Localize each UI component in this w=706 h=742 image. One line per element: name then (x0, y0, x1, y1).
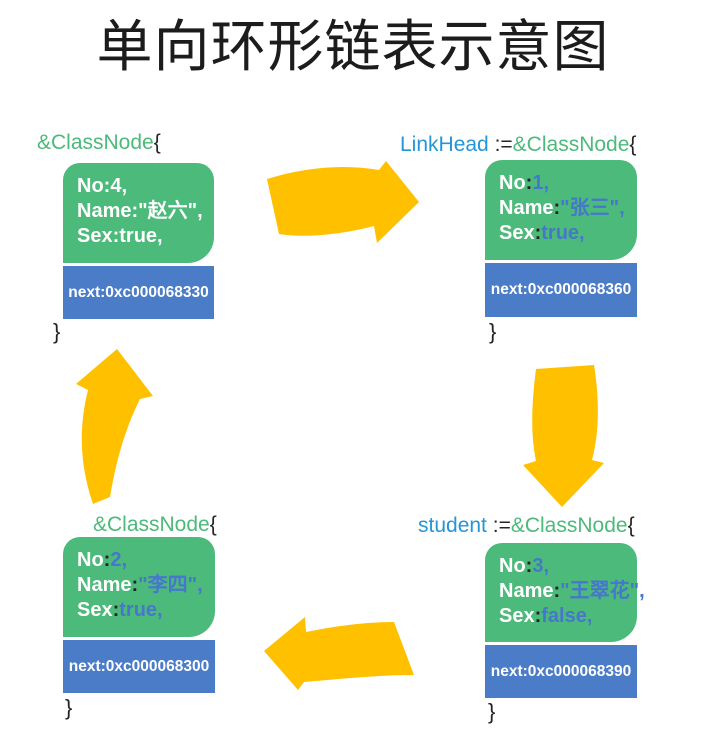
field-name: Name:"李四", (77, 574, 203, 596)
open-brace: { (153, 131, 161, 154)
next-pointer-value: next:0xc000068330 (68, 283, 209, 301)
open-brace: { (209, 513, 217, 536)
open-brace: { (629, 133, 637, 156)
node-next-box: next:0xc000068330 (63, 266, 214, 319)
next-pointer-value: next:0xc000068300 (68, 657, 210, 675)
node-type-name: &ClassNode (37, 131, 154, 154)
field-name: Name:"赵六", (77, 200, 203, 222)
field-no: No:1, (499, 172, 550, 194)
node-data-box: No:4, Name:"赵六", Sex:true, (63, 163, 214, 263)
field-sex: Sex:false, (499, 605, 593, 627)
close-brace: } (53, 319, 61, 344)
next-pointer-value: next:0xc000068360 (490, 281, 632, 298)
close-brace: } (489, 319, 497, 344)
node-var-name: LinkHead (400, 133, 495, 156)
node-var-name: student (418, 514, 493, 537)
node-type-name: &ClassNode (510, 514, 628, 537)
field-no: No:3, (499, 555, 550, 577)
curved-arrow-up-icon (76, 349, 153, 504)
next-pointer-value: next:0xc000068390 (490, 662, 632, 680)
curved-arrow-right-icon (267, 161, 419, 243)
field-name: Name:"王翠花", (499, 580, 645, 602)
field-name: Name:"张三", (499, 197, 625, 219)
field-sex: Sex:true, (77, 225, 163, 247)
close-brace: } (488, 699, 496, 724)
node-data-box: No:3, Name:"王翠花", Sex:false, (485, 543, 645, 642)
node-data-box: No:2, Name:"李四", Sex:true, (63, 537, 215, 637)
node-header: &ClassNode{ (37, 131, 161, 155)
curved-arrow-down-icon (523, 365, 604, 507)
field-sex: Sex:true, (77, 599, 163, 621)
node-header: student :=&ClassNode{ (418, 514, 635, 538)
field-sex: Sex:true, (499, 222, 585, 244)
field-no: No:4, (77, 175, 128, 197)
node-type-name: &ClassNode (93, 513, 210, 536)
open-brace: { (627, 514, 635, 537)
node-header: &ClassNode{ (93, 513, 217, 537)
node-header: LinkHead :=&ClassNode{ (400, 133, 636, 157)
node-next-box: next:0xc000068300 (63, 640, 215, 693)
field-no: No:2, (77, 549, 128, 571)
node-next-box: next:0xc000068360 (485, 263, 637, 317)
page-title: 单向环形链表示意图 (96, 15, 610, 78)
assign-operator: := (492, 514, 511, 537)
assign-operator: := (494, 133, 513, 156)
node-type-name: &ClassNode (512, 133, 630, 156)
node-next-box: next:0xc000068390 (485, 645, 637, 698)
close-brace: } (65, 695, 73, 720)
node-data-box: No:1, Name:"张三", Sex:true, (485, 160, 637, 260)
curved-arrow-left-icon (264, 617, 414, 690)
